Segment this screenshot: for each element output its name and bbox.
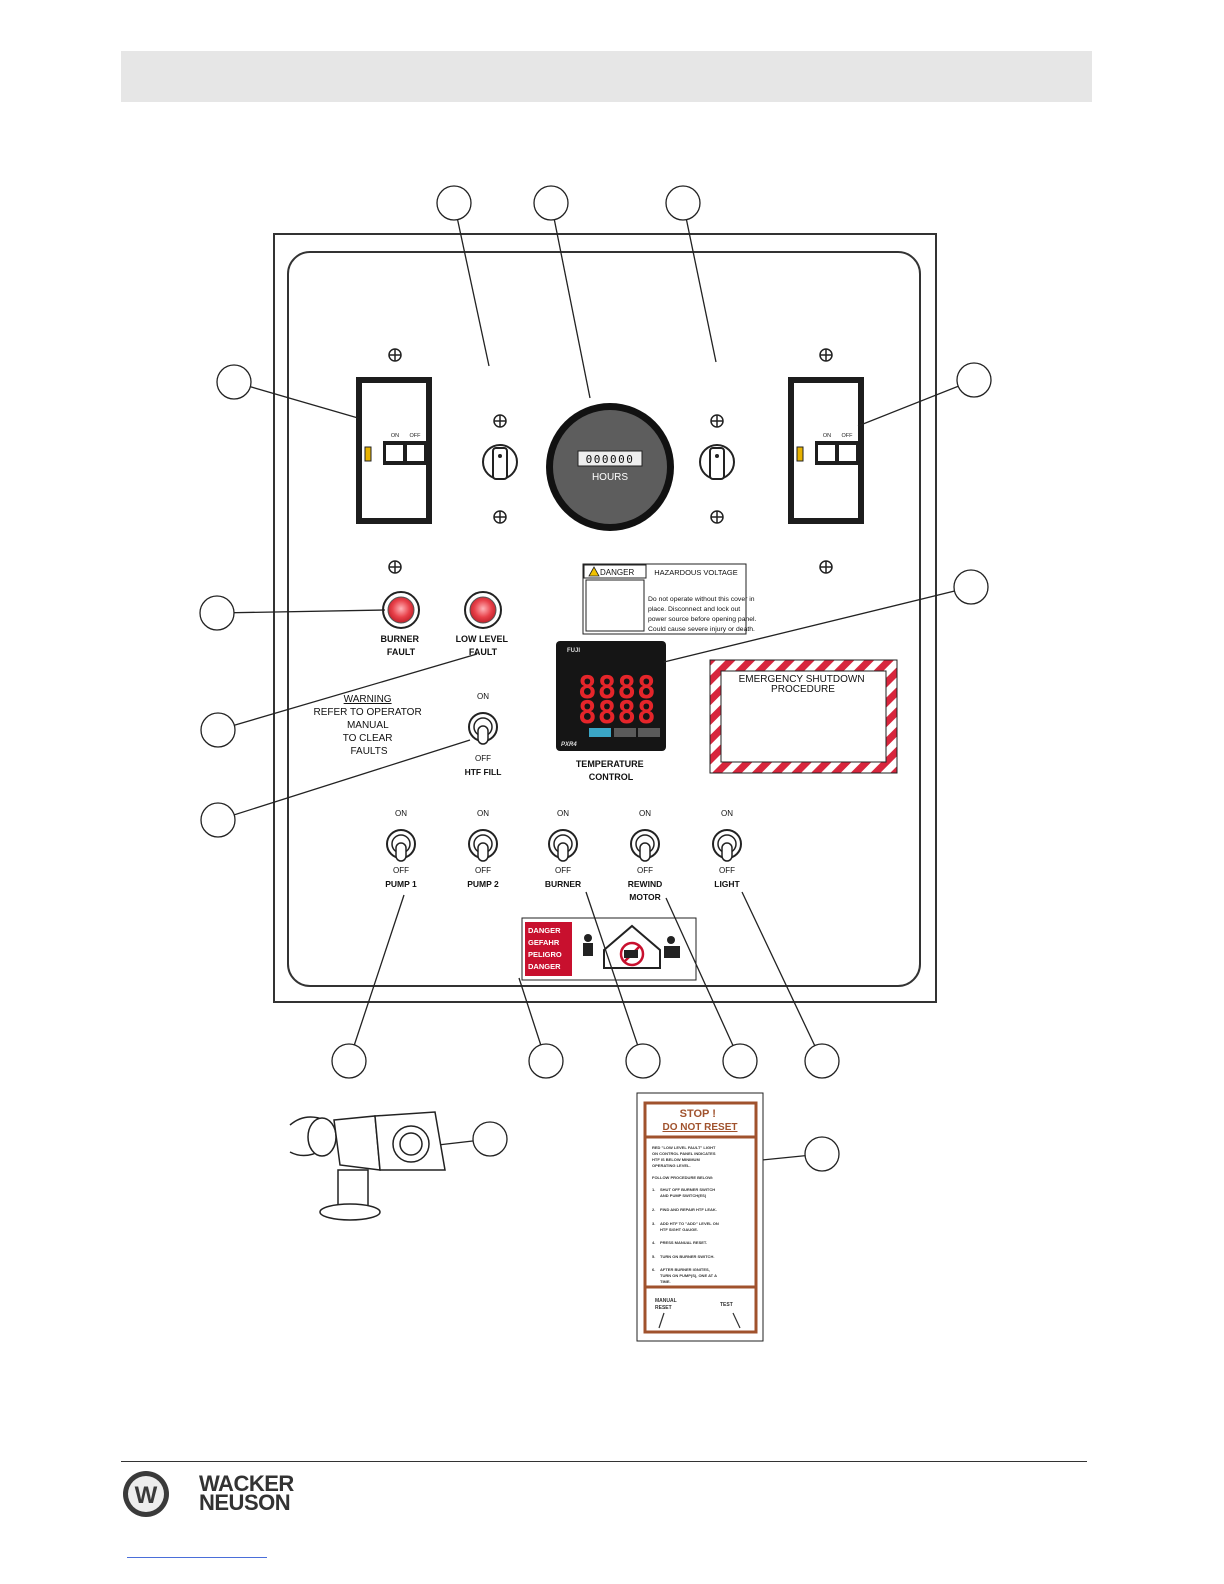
callout-circle bbox=[722, 1043, 758, 1079]
callout-circle bbox=[956, 362, 992, 398]
hour-meter-digits: 000000 bbox=[586, 453, 635, 466]
svg-text:ON: ON bbox=[557, 809, 569, 818]
wacker-neuson-logo-icon: W bbox=[123, 1471, 169, 1517]
callout-circle bbox=[200, 712, 236, 748]
callout-circle bbox=[625, 1043, 661, 1079]
svg-text:OFF: OFF bbox=[719, 866, 735, 875]
breaker-on-label: ON bbox=[823, 433, 831, 439]
toggle-pump-1[interactable]: ON OFF PUMP 1 bbox=[385, 809, 417, 889]
screw bbox=[710, 414, 724, 428]
callout-circle bbox=[472, 1121, 508, 1157]
low-level-fault-lamp bbox=[464, 591, 502, 629]
brand-wordmark: WACKER NEUSON bbox=[199, 1471, 294, 1515]
manual-reset-device[interactable] bbox=[289, 1111, 446, 1221]
htf-fill-on-label: ON bbox=[477, 692, 489, 701]
svg-text:MOTOR: MOTOR bbox=[629, 892, 660, 902]
callout-circle bbox=[528, 1043, 564, 1079]
burner-fault-label: BURNER FAULT bbox=[380, 634, 421, 657]
rotary-switch-left[interactable] bbox=[482, 444, 518, 480]
htf-fill-label: HTF FILL bbox=[465, 767, 502, 777]
brand-line-1: WACKER bbox=[199, 1471, 294, 1496]
svg-text:LIGHT: LIGHT bbox=[714, 879, 740, 889]
breaker-off-label: OFF bbox=[842, 433, 854, 439]
svg-text:ON: ON bbox=[721, 809, 733, 818]
controller-brand: FUJI bbox=[567, 648, 580, 654]
toggle-rewind-motor[interactable]: ON OFF REWIND MOTOR bbox=[628, 809, 662, 902]
warning-text: WARNING REFER TO OPERATOR MANUAL TO CLEA… bbox=[314, 694, 425, 757]
callout-circle bbox=[200, 802, 236, 838]
stop-do-not-reset-decal: STOP ! DO NOT RESET RED "LOW LEVEL FAULT… bbox=[636, 1092, 764, 1342]
screw bbox=[493, 414, 507, 428]
no-enclosed-space-icon bbox=[603, 924, 661, 969]
callout-circle bbox=[804, 1043, 840, 1079]
hour-meter-label: HOURS bbox=[592, 472, 628, 483]
svg-text:OFF: OFF bbox=[555, 866, 571, 875]
htf-fill-toggle[interactable] bbox=[468, 712, 498, 745]
temperature-control-label: TEMPERATURE CONTROL bbox=[576, 759, 646, 782]
svg-text:MANUAL RESET TEST: MANUAL RESET TEST bbox=[655, 1298, 733, 1311]
callout-circle bbox=[953, 569, 989, 605]
read-manual-icon bbox=[664, 936, 680, 958]
hazardous-voltage-label: DANGER HAZARDOUS VOLTAGE Do not operate … bbox=[582, 563, 758, 635]
screws bbox=[388, 348, 833, 574]
svg-text:ON: ON bbox=[639, 809, 651, 818]
footer-rule bbox=[121, 1461, 1087, 1462]
callout-circle bbox=[665, 185, 701, 221]
callout-circle bbox=[533, 185, 569, 221]
callout-circle bbox=[216, 364, 252, 400]
brand-line-2: NEUSON bbox=[199, 1490, 291, 1515]
toggle-light[interactable]: ON OFF LIGHT bbox=[712, 809, 742, 889]
hour-meter: 000000 HOURS bbox=[546, 403, 674, 531]
footer-link-underline[interactable] bbox=[127, 1557, 267, 1558]
toggle-pump-2[interactable]: ON OFF PUMP 2 bbox=[467, 809, 499, 889]
rotary-switch-right[interactable] bbox=[699, 444, 735, 480]
svg-text:OFF: OFF bbox=[637, 866, 653, 875]
emergency-title: EMERGENCY SHUTDOWN PROCEDURE bbox=[739, 674, 868, 695]
right-breaker[interactable]: ON OFF bbox=[788, 377, 864, 524]
controller-logo: PXR4 bbox=[561, 742, 577, 748]
svg-text:REWIND: REWIND bbox=[628, 879, 662, 889]
svg-text:ON: ON bbox=[395, 809, 407, 818]
header-bar bbox=[121, 51, 1092, 102]
callout-circle bbox=[199, 595, 235, 631]
screw bbox=[819, 348, 833, 362]
left-breaker[interactable]: ON OFF bbox=[356, 377, 432, 524]
svg-text:RED "LOW LEVEL FAULT" LIGHT: RED "LOW LEVEL FAULT" LIGHT ON CONTROL P… bbox=[652, 1145, 720, 1284]
callout-circle bbox=[804, 1136, 840, 1172]
pv-display: 8888 bbox=[578, 670, 657, 706]
multilingual-danger-decal: DANGER GEFAHR PELIGRO DANGER bbox=[521, 917, 697, 981]
callout-circle bbox=[436, 185, 472, 221]
screw bbox=[819, 560, 833, 574]
toggle-burner[interactable]: ON OFF BURNER bbox=[545, 809, 581, 889]
screw bbox=[493, 510, 507, 524]
screw bbox=[710, 510, 724, 524]
svg-text:DANGER GEFAHR PELI: DANGER GEFAHR PELIGRO DANGER bbox=[528, 926, 564, 971]
hazard-title: HAZARDOUS VOLTAGE bbox=[654, 568, 738, 577]
breaker-on-label: ON bbox=[391, 433, 399, 439]
screw bbox=[388, 348, 402, 362]
temperature-controller[interactable]: FUJI 8888 8888 PXR4 bbox=[556, 641, 666, 751]
htf-fill-off-label: OFF bbox=[475, 754, 491, 763]
svg-text:STOP ! DO NOT RESET: STOP ! DO NOT RESET bbox=[662, 1104, 737, 1133]
person-icon bbox=[583, 934, 593, 956]
svg-text:PUMP 1: PUMP 1 bbox=[385, 879, 417, 889]
danger-badge: DANGER bbox=[600, 568, 634, 577]
lcd-pv: 8888 bbox=[578, 670, 657, 706]
svg-text:OFF: OFF bbox=[393, 866, 409, 875]
svg-text:BURNER: BURNER bbox=[545, 879, 581, 889]
low-level-fault-label: LOW LEVEL FAULT bbox=[456, 634, 511, 657]
sv-display: 8888 bbox=[578, 695, 657, 731]
svg-text:PUMP 2: PUMP 2 bbox=[467, 879, 499, 889]
screw bbox=[388, 560, 402, 574]
hazard-text: Do not operate without this cover in pla… bbox=[648, 596, 758, 633]
svg-text:ON: ON bbox=[477, 809, 489, 818]
callout-circle bbox=[331, 1043, 367, 1079]
svg-text:OFF: OFF bbox=[475, 866, 491, 875]
breaker-off-label: OFF bbox=[410, 433, 422, 439]
emergency-shutdown-placard: EMERGENCY SHUTDOWN PROCEDURE bbox=[709, 659, 898, 774]
svg-text:W: W bbox=[135, 1482, 158, 1509]
callout-circles bbox=[199, 185, 992, 1172]
burner-fault-lamp bbox=[382, 591, 420, 629]
